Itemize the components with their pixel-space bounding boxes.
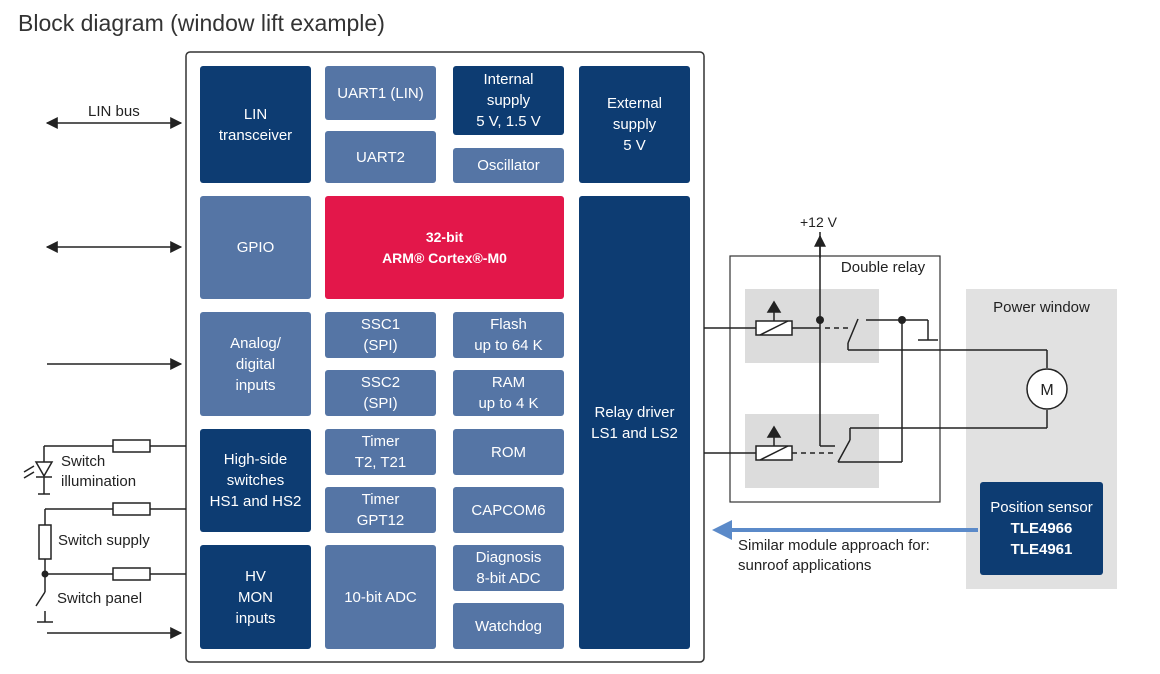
diagnosis-block: Diagnosis 8-bit ADC bbox=[453, 545, 564, 591]
position-sensor-line-1: Position sensor bbox=[990, 499, 1093, 516]
timer-gpt12-block: Timer GPT12 bbox=[325, 487, 436, 533]
junction-dot bbox=[41, 570, 49, 578]
position-sensor-line-2: TLE4966 bbox=[1010, 520, 1073, 537]
timer-t2-block: Timer T2, T21 bbox=[325, 429, 436, 475]
ssc1-block: SSC1 (SPI) bbox=[325, 312, 436, 358]
switch-panel-label: Switch panel bbox=[57, 590, 143, 607]
lin-transceiver-block: LIN transceiver bbox=[200, 66, 311, 183]
cpu-line-2: ARM® Cortex®-M0 bbox=[382, 249, 507, 266]
hv-mon-block: HV MON inputs bbox=[200, 545, 311, 649]
relay-driver-block: Relay driver LS1 and LS2 bbox=[579, 196, 690, 649]
page-title: Block diagram (window lift example) bbox=[18, 10, 385, 36]
double-relay-title: Double relay bbox=[840, 259, 926, 276]
lin-bus-label: LIN bus bbox=[88, 103, 140, 120]
uart1-block: UART1 (LIN) bbox=[325, 66, 436, 120]
position-sensor-block: Position sensor TLE4966 TLE4961 bbox=[980, 482, 1103, 575]
watchdog-block: Watchdog bbox=[453, 603, 564, 649]
flash-block: Flash up to 64 K bbox=[453, 312, 564, 358]
analog-inputs-block: Analog/ digital inputs bbox=[200, 312, 311, 416]
highside-switches-block: High-side switches HS1 and HS2 bbox=[200, 429, 311, 532]
rom-block: ROM bbox=[453, 429, 564, 475]
switch-supply-circuit bbox=[35, 502, 186, 623]
uart2-block: UART2 bbox=[325, 131, 436, 183]
relay-wiring bbox=[704, 232, 1048, 463]
switch-illumination-circuit bbox=[23, 439, 186, 495]
chip-outline bbox=[185, 51, 705, 663]
power-window-title: Power window bbox=[993, 299, 1090, 316]
ssc2-block: SSC2 (SPI) bbox=[325, 370, 436, 416]
cpu-line-1: 32-bit bbox=[425, 228, 464, 245]
motor-symbol bbox=[1026, 368, 1068, 410]
cpu-block: 32-bit ARM® Cortex®-M0 bbox=[325, 196, 564, 299]
switch-supply-label: Switch supply bbox=[58, 532, 150, 549]
junction-dot bbox=[898, 316, 906, 324]
ram-block: RAM up to 4 K bbox=[453, 370, 564, 416]
adc10-block: 10-bit ADC bbox=[325, 545, 436, 649]
oscillator-block: Oscillator bbox=[453, 148, 564, 183]
capcom-block: CAPCOM6 bbox=[453, 487, 564, 533]
gpio-block: GPIO bbox=[200, 196, 311, 299]
v12-label: +12 V bbox=[800, 214, 837, 230]
external-supply-block: External supply 5 V bbox=[579, 66, 690, 183]
similar-module-label: Similar module approach for: sunroof app… bbox=[738, 537, 930, 574]
motor-label: M bbox=[1040, 382, 1053, 399]
junction-dot bbox=[816, 316, 824, 324]
position-sensor-line-3: TLE4961 bbox=[1010, 541, 1073, 558]
switch-illumination-label: Switch illumination bbox=[61, 453, 137, 490]
internal-supply-block: Internal supply 5 V, 1.5 V bbox=[453, 66, 564, 135]
